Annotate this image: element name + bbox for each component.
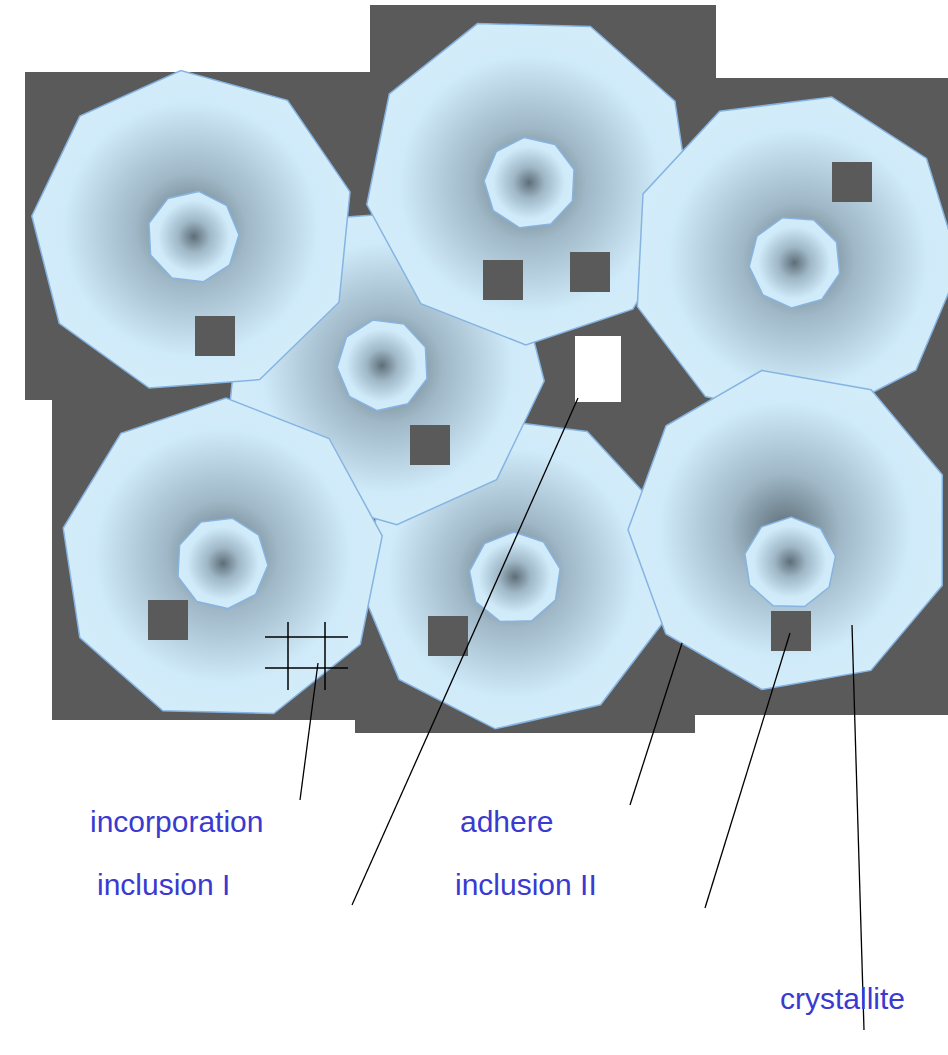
crystallite-core [745,517,836,607]
callout-label: crystallite [780,982,905,1015]
callout-label: adhere [460,805,553,838]
inclusion-square [570,252,610,292]
crystallite-grain [32,71,350,389]
crystallite-core [178,518,268,608]
callout-label: incorporation [90,805,263,838]
crystallite-group [32,24,948,729]
incorporation-grid [265,622,348,690]
inclusion-square [410,425,450,465]
crystallite-core [749,218,839,308]
crystallite-core [470,532,561,622]
inclusion-square [148,600,188,640]
crystallite-core [337,320,427,411]
inclusion-square [428,616,468,656]
crystallite-core [484,137,574,227]
inclusion-square [832,162,872,202]
callout-label: inclusion I [97,868,230,901]
inclusion-square [195,316,235,356]
crystallite-core [149,191,239,281]
inclusion-group [148,162,872,656]
inclusion-square [483,260,523,300]
crystallite-grain [637,97,948,422]
crystallite-grain [63,398,382,714]
crystallite-grain [628,370,942,689]
callout-label: inclusion II [455,868,597,901]
leader-lines [300,398,864,1030]
void-inclusion [575,336,621,402]
inclusion-square [771,611,811,651]
